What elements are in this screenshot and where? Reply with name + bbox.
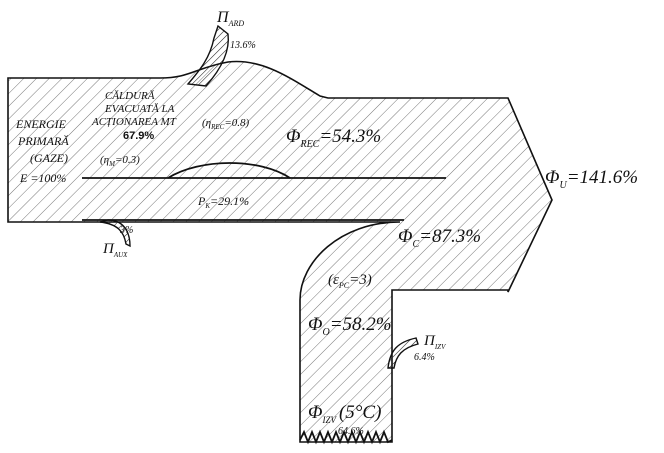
caldura-label-line3: ACȚIONAREA MT bbox=[91, 116, 177, 128]
main-flow-band bbox=[7, 60, 553, 443]
phi-izv-value: 64.6% bbox=[338, 426, 364, 437]
phi-izv-label: ΦIZV(5°C) bbox=[308, 402, 381, 425]
phi-c-label: ΦC=87.3% bbox=[398, 226, 481, 250]
pk-bump bbox=[167, 162, 291, 179]
phi-u-label: ΦU=141.6% bbox=[545, 167, 638, 191]
caldura-label-line2: EVACUATĂ LA bbox=[104, 103, 175, 115]
phi-o-label: ΦO=58.2% bbox=[308, 314, 392, 338]
energie-label-line1: ENERGIE bbox=[15, 117, 67, 131]
energie-label-line2: PRIMARĂ bbox=[17, 134, 69, 148]
pk-label: PK=29.1% bbox=[197, 194, 249, 210]
pi-aux-loss-stream bbox=[99, 219, 131, 248]
eps-pc-label: (εPC=3) bbox=[328, 272, 372, 290]
pi-izv-loss-stream bbox=[387, 337, 419, 369]
e-value: E =100% bbox=[19, 171, 66, 185]
pi-izv-label: ΠIZV bbox=[423, 333, 446, 351]
pi-ard-label: ΠARD bbox=[216, 9, 244, 28]
bottom-jagged-edge bbox=[299, 429, 393, 445]
eta-m-label: (ηM=0.3) bbox=[100, 154, 140, 168]
aux-value: 3% bbox=[119, 225, 133, 236]
caldura-value: 67.9% bbox=[123, 130, 154, 142]
energie-label-line3: (GAZE) bbox=[30, 151, 68, 165]
pi-ard-loss-stream bbox=[186, 24, 229, 87]
pi-izv-value: 6.4% bbox=[414, 352, 435, 363]
pi-aux-label: ΠAUX bbox=[102, 241, 128, 259]
caldura-label-line1: CĂLDURĂ bbox=[105, 90, 155, 102]
eta-rec-label: (ηREC=0.8) bbox=[202, 117, 250, 131]
pi-ard-value: 13.6% bbox=[230, 40, 256, 51]
phi-rec-label: ΦREC=54.3% bbox=[286, 126, 381, 150]
